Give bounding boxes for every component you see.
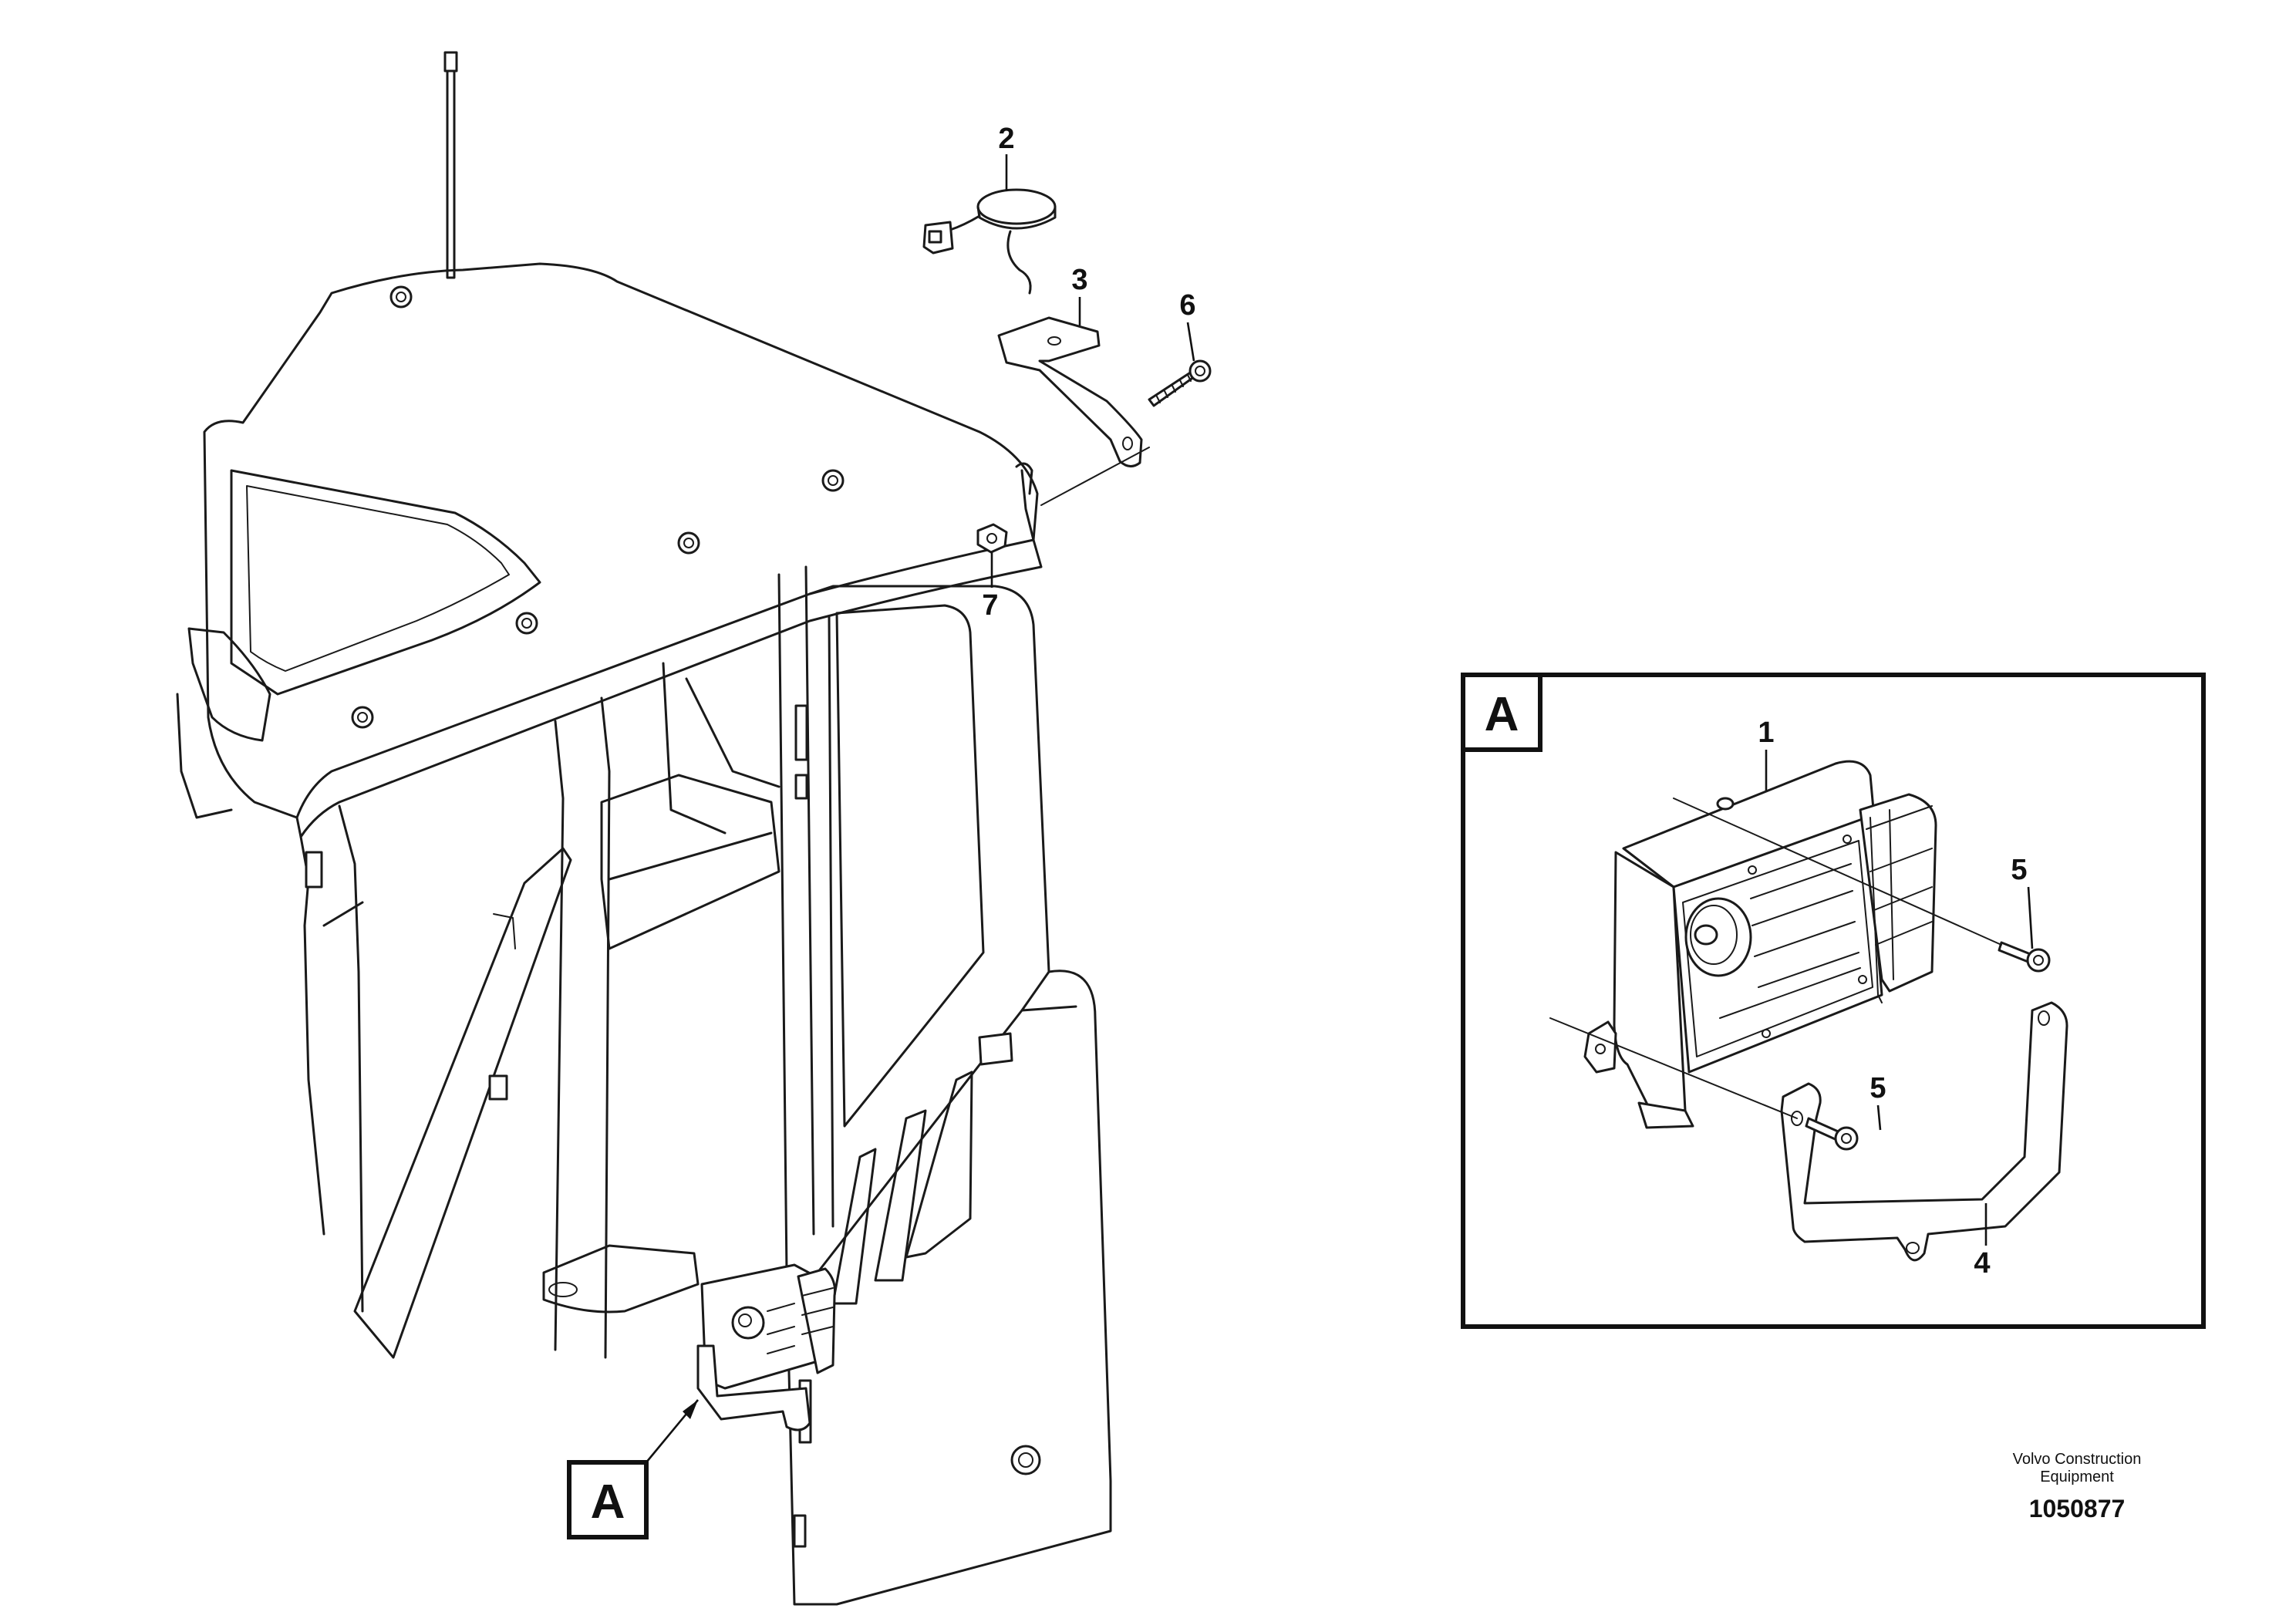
- screw-icon-upper: [1998, 941, 2051, 973]
- svg-text:7: 7: [982, 589, 998, 622]
- door-lock-icon: [1010, 1445, 1041, 1475]
- callout-3: 3: [1071, 264, 1088, 325]
- ecu-bracket-icon: [1780, 1001, 2068, 1262]
- antenna-icon: [443, 51, 458, 279]
- hinge-icon: [794, 704, 808, 761]
- cab-assembly: [176, 51, 1112, 1606]
- ecu-unit-small: [696, 1263, 836, 1431]
- sensor-cap-icon: [922, 188, 1057, 295]
- company-name-line2: Equipment: [2040, 1469, 2114, 1485]
- footer-block: Volvo Construction Equipment 1050877: [2013, 1451, 2142, 1523]
- callout-1: 1: [1758, 717, 1775, 791]
- drawing-reference-number: 1050877: [2029, 1495, 2126, 1523]
- callout-7: 7: [982, 552, 999, 622]
- screw-icon-lower: [1805, 1117, 1859, 1151]
- callout-5-upper: 5: [2011, 854, 2034, 949]
- svg-text:4: 4: [1974, 1247, 1990, 1280]
- company-name-line1: Volvo Construction: [2013, 1451, 2142, 1468]
- svg-text:3: 3: [1071, 264, 1087, 296]
- callout-6: 6: [1179, 289, 1196, 362]
- view-a-marker: A: [567, 1399, 700, 1539]
- view-a-label: A: [591, 1475, 625, 1529]
- callout-2: 2: [998, 123, 1015, 191]
- roof-bolts: [351, 285, 845, 729]
- svg-text:2: 2: [998, 123, 1014, 155]
- callout-5-lower: 5: [1870, 1072, 1886, 1131]
- nut-icon: [976, 523, 1008, 554]
- svg-text:1: 1: [1758, 717, 1774, 749]
- bolt-icon: [1148, 359, 1212, 407]
- detail-a-panel: A: [1461, 673, 2206, 1329]
- svg-text:6: 6: [1179, 289, 1195, 322]
- detail-a-label: A: [1485, 688, 1519, 741]
- svg-text:5: 5: [1870, 1072, 1886, 1104]
- ecu-unit-large: [1583, 760, 1937, 1129]
- mounting-bracket-icon: [997, 316, 1143, 467]
- callout-4: 4: [1974, 1203, 1991, 1280]
- svg-text:5: 5: [2011, 854, 2027, 886]
